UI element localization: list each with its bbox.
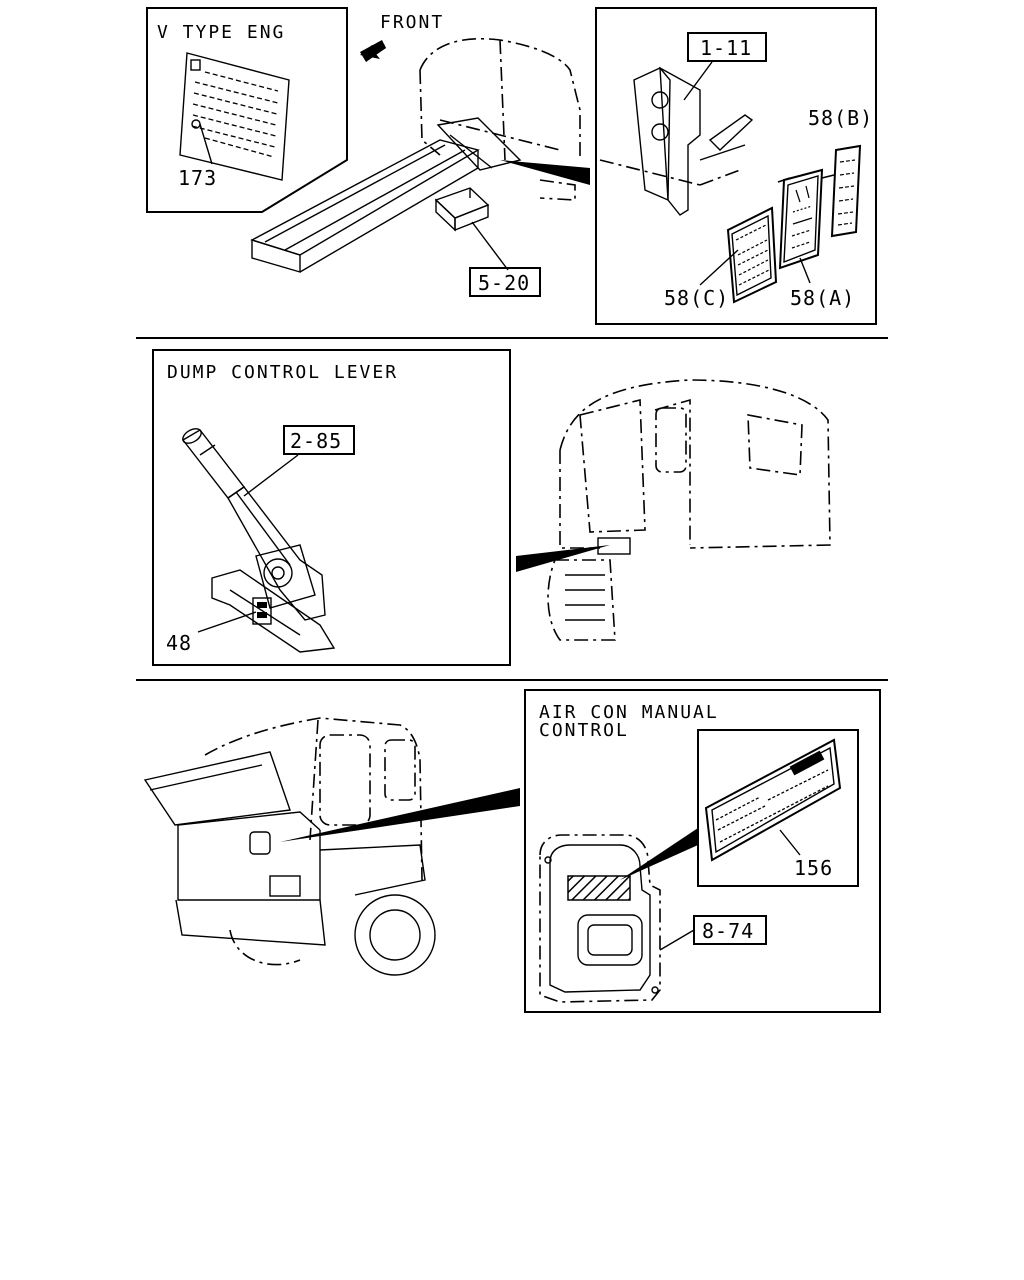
callout-5-20: 5-20 bbox=[478, 271, 530, 295]
callout-156: 156 bbox=[794, 856, 833, 880]
callout-2-85: 2-85 bbox=[290, 429, 342, 453]
callout-173: 173 bbox=[178, 166, 217, 190]
callout-48: 48 bbox=[166, 631, 192, 655]
callout-58b: 58(B) bbox=[808, 106, 873, 130]
aircon-label-156-icon bbox=[704, 738, 842, 862]
pointer-wedge-aircon bbox=[620, 828, 698, 880]
v-type-eng-title: V TYPE ENG bbox=[157, 22, 285, 43]
aircon-title-line1: AIR CON MANUAL bbox=[539, 702, 719, 723]
front-arrow-icon bbox=[360, 40, 386, 62]
caution-label-173-icon bbox=[179, 52, 290, 181]
truck-body-outline bbox=[419, 38, 581, 201]
callout-58c: 58(C) bbox=[664, 286, 729, 310]
label-detail-inset: 1-11 58(B) bbox=[595, 7, 877, 325]
front-label: FRONT bbox=[380, 12, 444, 33]
pointer-wedge-top bbox=[500, 160, 590, 185]
top-section: V TYPE ENG 173 bbox=[146, 7, 877, 325]
chassis-frame bbox=[250, 117, 522, 273]
bottom-section: AIR CON MANUAL CONTROL 156 bbox=[143, 689, 881, 1013]
v-type-eng-inset: V TYPE ENG 173 bbox=[146, 7, 348, 213]
callout-1-11: 1-11 bbox=[700, 36, 752, 60]
bracket-detail bbox=[599, 66, 754, 216]
label-58a-icon bbox=[778, 168, 824, 270]
dump-control-lever-title: DUMP CONTROL LEVER bbox=[167, 362, 398, 383]
label-58b-icon bbox=[830, 144, 862, 238]
aircon-control-inset: AIR CON MANUAL CONTROL 156 bbox=[524, 689, 881, 1013]
cab-front-view bbox=[516, 379, 831, 641]
dump-lever-icon bbox=[181, 428, 336, 653]
callout-5-20-box bbox=[469, 267, 541, 297]
aircon-title-line2: CONTROL bbox=[539, 720, 629, 741]
battery-box bbox=[434, 187, 490, 232]
label-58c-icon bbox=[726, 206, 778, 304]
pointer-wedge-middle bbox=[516, 545, 610, 572]
pointer-wedge-bottom bbox=[280, 788, 520, 842]
truck-rear-view bbox=[143, 717, 520, 976]
middle-section: DUMP CONTROL LEVER bbox=[152, 349, 831, 666]
aircon-panel bbox=[539, 834, 661, 1003]
callout-8-74: 8-74 bbox=[702, 919, 754, 943]
callout-58a: 58(A) bbox=[790, 286, 855, 310]
aircon-label-area-hatched bbox=[567, 875, 631, 901]
dump-control-lever-inset: DUMP CONTROL LEVER bbox=[152, 349, 511, 666]
